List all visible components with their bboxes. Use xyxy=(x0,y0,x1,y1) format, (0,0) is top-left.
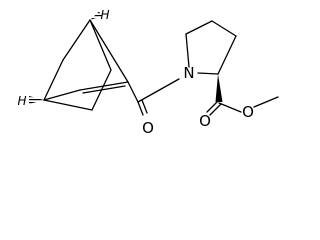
bond-o-methyl xyxy=(253,96,279,108)
ester-carbonyl-oxygen-label: O xyxy=(199,112,211,130)
stereo-hydrogen-left-label: H xyxy=(17,94,26,108)
bond-bridgehead-top-c2 xyxy=(89,19,129,83)
bond-n-c5 xyxy=(185,33,190,68)
bond-amide-carbon-nitrogen xyxy=(137,78,180,103)
hash-bond-left xyxy=(29,96,44,104)
nitrogen-label: N xyxy=(183,64,194,82)
bond-bridge-top-c7 xyxy=(62,19,91,61)
bond-c2-c3-double-outer xyxy=(79,81,129,91)
bond-c2-n xyxy=(197,72,219,75)
atom-labels: N O O O H H xyxy=(17,8,253,137)
carbonyl-oxygen-label: O xyxy=(142,119,154,137)
stereo-hydrogen-top-label: H xyxy=(100,8,109,22)
bond-c3-c2 xyxy=(217,35,237,75)
bond-c3-bridgehead-bottom xyxy=(43,89,81,101)
hash-bond-top xyxy=(90,11,102,20)
bond-ester-carbonyl-b xyxy=(209,103,222,116)
bond-layer xyxy=(43,19,279,116)
bond-ester-carbonyl-a xyxy=(206,100,219,113)
bond-ester-ether xyxy=(218,102,242,113)
bond-ring-a-bridgehead-bottom xyxy=(43,99,93,111)
bond-c5-c4 xyxy=(185,20,213,35)
bond-bridge-c7-bottom xyxy=(43,59,64,101)
bond-amide-carbonyl-a xyxy=(137,101,144,116)
bond-c2-c3-double-inner xyxy=(82,85,126,94)
molecule-structure: N O O O H H xyxy=(17,8,279,137)
wedge-bond-ester xyxy=(215,74,223,102)
bond-c4-c3 xyxy=(211,20,237,37)
bond-c2-amide-carbon xyxy=(127,81,139,103)
ester-ether-oxygen-label: O xyxy=(242,103,254,121)
bond-bridgehead-top-ring-a xyxy=(89,19,112,71)
bond-amide-carbonyl-b xyxy=(141,99,148,114)
